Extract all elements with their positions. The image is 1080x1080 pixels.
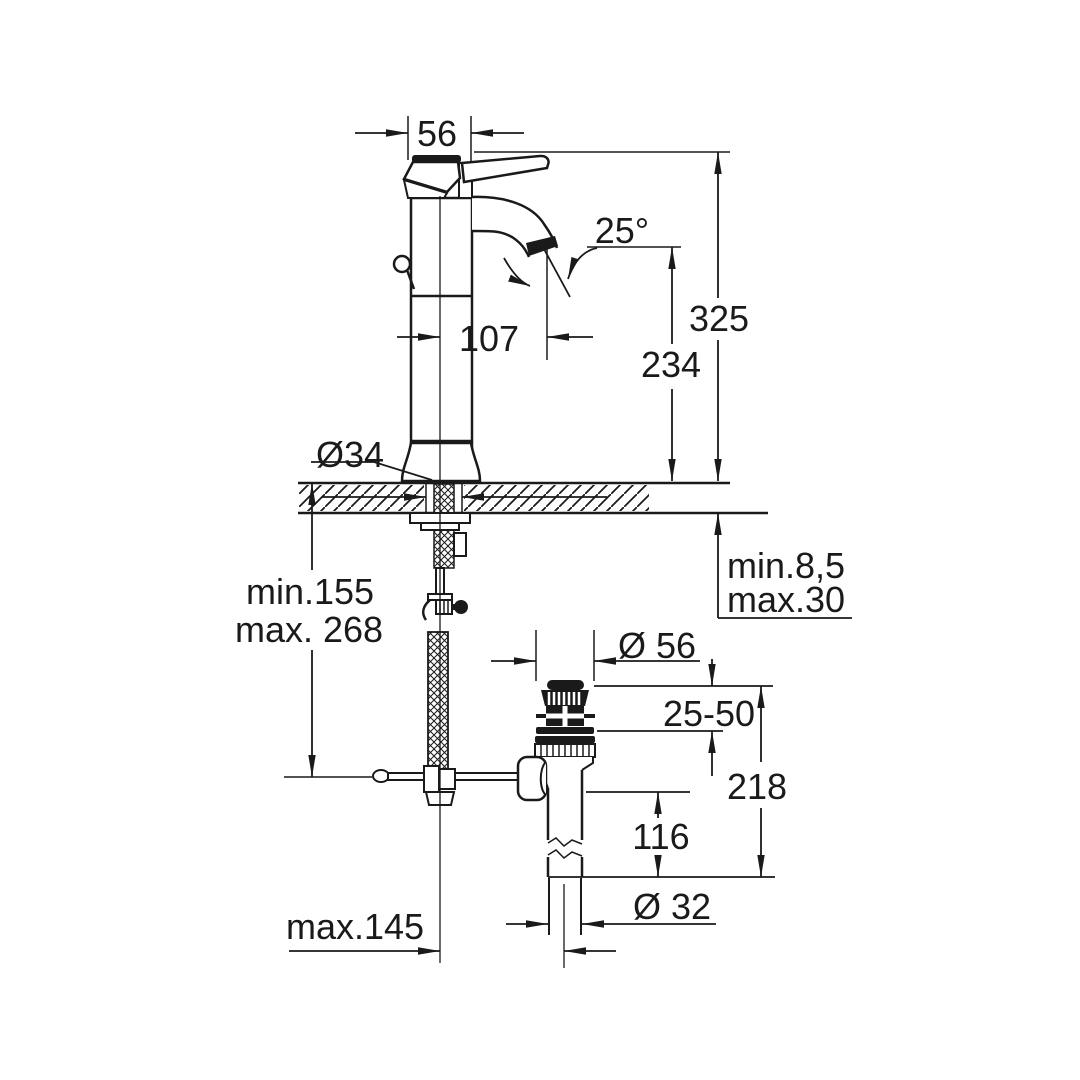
dimension-waste-flange (491, 630, 700, 681)
aerator (526, 236, 558, 256)
spout-bottom-edge (471, 229, 531, 258)
ball-joint (539, 761, 547, 796)
dimension-tailpipe-length (586, 791, 690, 877)
pipe-break-lower (547, 849, 583, 859)
deck-hatch-left (299, 485, 424, 511)
label-mounting-hole: Ø34 (316, 434, 384, 475)
clamp-screw-knob (454, 600, 468, 614)
water-stream-line (543, 248, 571, 298)
label-waste-height: 218 (727, 766, 787, 807)
label-total-height: 325 (689, 298, 749, 339)
annotation-spout-angle (503, 247, 598, 360)
label-supply-max: max. 268 (235, 609, 383, 650)
pop-up-waste-assembly (516, 680, 596, 935)
label-waste-flange: Ø 56 (618, 625, 696, 666)
label-deck-max: max.30 (727, 579, 845, 620)
pop-up-knob (392, 254, 412, 274)
faucet-base-flare (400, 441, 482, 483)
dimension-basin-thickness (594, 659, 773, 776)
dimension-supply-length (284, 483, 372, 778)
faucet-outline (392, 154, 559, 483)
dimension-mounting-hole (311, 461, 607, 501)
label-basin-thickness: 25-50 (663, 693, 755, 734)
cap-collar (402, 178, 449, 199)
flexible-supply-hose (427, 631, 449, 778)
dimension-labels: 56 25° 325 234 107 Ø34 min.155 max. 268 … (235, 113, 845, 947)
lower-clamp-b (438, 768, 456, 790)
under-deck-assembly (372, 483, 522, 806)
faucet-lever-handle (460, 154, 550, 184)
label-handle-width: 56 (417, 113, 457, 154)
dimension-deck-thickness (714, 513, 852, 619)
plug-dome (547, 680, 584, 690)
label-deck-min: min.8,5 (727, 545, 845, 586)
pipe-break-upper (547, 837, 583, 847)
dimension-total-height (474, 151, 730, 481)
hole-leader-line (311, 461, 433, 481)
label-tailpipe-diameter: Ø 32 (633, 886, 711, 927)
dimension-outlet-height (587, 246, 681, 481)
waste-flange-lower (535, 736, 595, 743)
lever-rod-eye (372, 769, 390, 783)
lower-clamp-a (423, 765, 440, 793)
waste-flange-upper (536, 727, 594, 734)
shank-tab (453, 532, 467, 557)
label-outlet-height: 234 (641, 344, 701, 385)
dimension-lines (284, 129, 852, 968)
mounting-deck-section (298, 481, 768, 515)
label-rod-offset: max.145 (286, 906, 424, 947)
label-spout-angle: 25° (595, 210, 649, 251)
label-tailpipe-length: 116 (632, 816, 689, 857)
deck-hatch-right (464, 485, 649, 511)
dimension-waste-height (548, 686, 775, 878)
label-supply-min: min.155 (246, 571, 374, 612)
rod-hook (421, 599, 431, 621)
label-spout-reach: 107 (459, 318, 519, 359)
cap-top-ring (412, 155, 461, 163)
